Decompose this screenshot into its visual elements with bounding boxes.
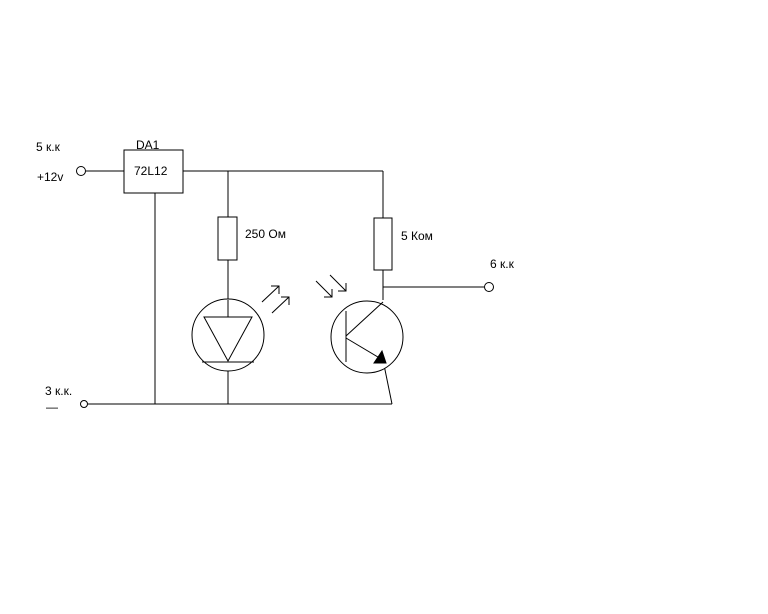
light-arrowhead	[324, 289, 333, 298]
light-arrowhead	[338, 283, 347, 292]
light-arrow	[329, 274, 347, 292]
label-supply: +12v	[37, 170, 63, 184]
resistor-r2	[373, 217, 393, 271]
emission-arrowhead	[271, 285, 280, 294]
phototransistor-emitter	[345, 337, 384, 361]
label-ic-part: 72L12	[134, 164, 168, 178]
label-r2-value: 5 Ком	[401, 229, 433, 243]
label-pin5: 5 к.к	[36, 140, 61, 154]
resistor-r1	[217, 216, 238, 261]
label-r1-value: 250 Ом	[245, 227, 286, 241]
light-input-arrows	[315, 274, 347, 298]
phototransistor	[330, 300, 404, 374]
wires	[86, 170, 484, 405]
led-emission-arrows	[261, 285, 290, 314]
terminal-pin3	[80, 400, 88, 408]
emission-arrow	[271, 296, 290, 314]
led	[191, 298, 265, 372]
emitter-arrowhead	[373, 349, 387, 364]
emission-arrowhead	[281, 296, 290, 305]
emission-arrow	[261, 285, 280, 303]
phototransistor-body	[330, 300, 404, 374]
regulator-ic	[123, 149, 184, 194]
label-ground-sign: —	[46, 400, 58, 414]
label-ic-name: DA1	[136, 138, 160, 152]
light-arrow	[315, 280, 333, 298]
phototransistor-collector	[345, 301, 384, 337]
terminal-pin6	[484, 282, 494, 292]
terminal-pin5	[76, 166, 86, 176]
label-pin6: 6 к.к	[490, 257, 515, 271]
label-pin3: 3 к.к.	[45, 384, 72, 398]
